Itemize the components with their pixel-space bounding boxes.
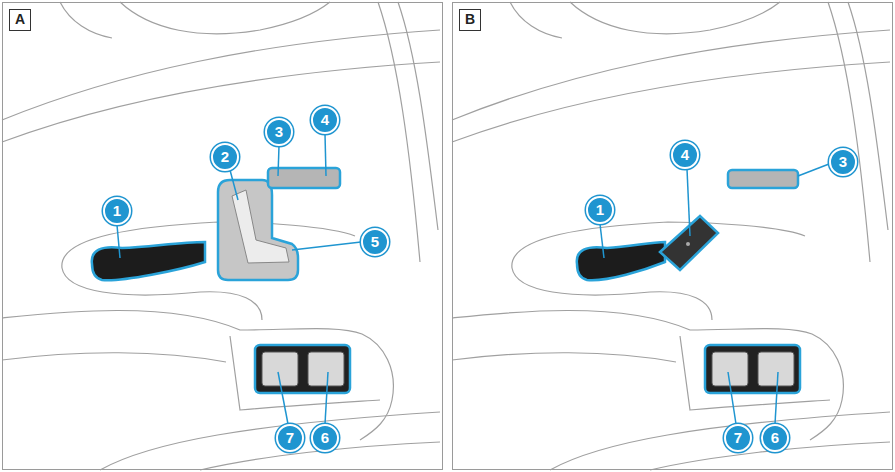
callout-number: 1 [586, 196, 614, 224]
callout-number: 6 [761, 424, 789, 452]
callout-number: 7 [724, 424, 752, 452]
panel-letter: A [9, 9, 31, 31]
leader-line [292, 242, 361, 250]
seat-adjust-switch [218, 180, 298, 280]
window-switch [308, 352, 344, 386]
callout-number: 7 [276, 424, 304, 452]
leader-line [798, 164, 829, 176]
door-handle [92, 242, 205, 280]
leader-line [600, 224, 604, 258]
leader-line [325, 134, 326, 176]
leader-line [278, 146, 279, 176]
window-switch-panel [705, 345, 800, 393]
leader-line [325, 372, 328, 424]
door-outline [452, 2, 890, 470]
callout-number: 3 [265, 118, 293, 146]
leader-line [230, 170, 238, 200]
memory-buttons [728, 170, 798, 188]
callout-number: 1 [103, 197, 131, 225]
leader-line [775, 372, 778, 424]
leader-line [278, 372, 288, 424]
window-switch [758, 352, 794, 386]
door-outline [2, 2, 440, 470]
door-handle [577, 242, 665, 280]
panel-letter: B [459, 9, 481, 31]
leader-line [728, 372, 736, 424]
switch-symbol [686, 242, 690, 246]
seat-symbol [232, 190, 289, 263]
callout-number: 3 [829, 148, 857, 176]
callout-number: 4 [671, 141, 699, 169]
figure-panel: B [452, 2, 893, 470]
window-switch-panel [255, 345, 350, 393]
callout-number: 5 [361, 228, 389, 256]
leader-line [687, 169, 690, 236]
callout-number: 6 [311, 424, 339, 452]
leader-line [117, 225, 120, 258]
callout-number: 2 [211, 143, 239, 171]
callout-number: 4 [311, 106, 339, 134]
